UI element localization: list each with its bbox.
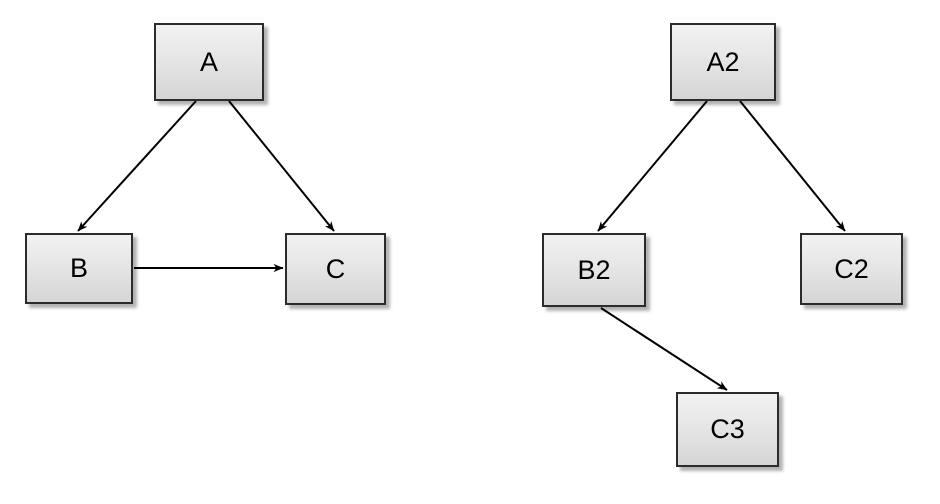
edge-a2-to-b2[interactable] — [597, 100, 708, 232]
node-c[interactable]: C — [285, 233, 386, 305]
edge-a2-to-c2[interactable] — [739, 100, 846, 232]
node-a[interactable]: A — [154, 23, 264, 101]
node-label-b2: B2 — [577, 254, 611, 285]
node-label-c: C — [325, 253, 346, 284]
node-label-b: B — [69, 253, 88, 283]
edge-b2-to-c3[interactable] — [600, 307, 728, 391]
node-label-c2: C2 — [834, 253, 869, 284]
node-label-a: A — [199, 46, 218, 77]
node-a2[interactable]: A2 — [670, 23, 776, 101]
node-label-c3: C3 — [710, 414, 745, 444]
edges-group — [77, 100, 846, 391]
edge-a-to-c[interactable] — [228, 100, 335, 232]
node-c2[interactable]: C2 — [800, 233, 903, 305]
node-c3[interactable]: C3 — [676, 392, 779, 467]
node-label-a2: A2 — [706, 46, 740, 77]
edge-a-to-b[interactable] — [77, 100, 197, 232]
node-b[interactable]: B — [25, 233, 133, 304]
node-b2[interactable]: B2 — [542, 233, 646, 307]
